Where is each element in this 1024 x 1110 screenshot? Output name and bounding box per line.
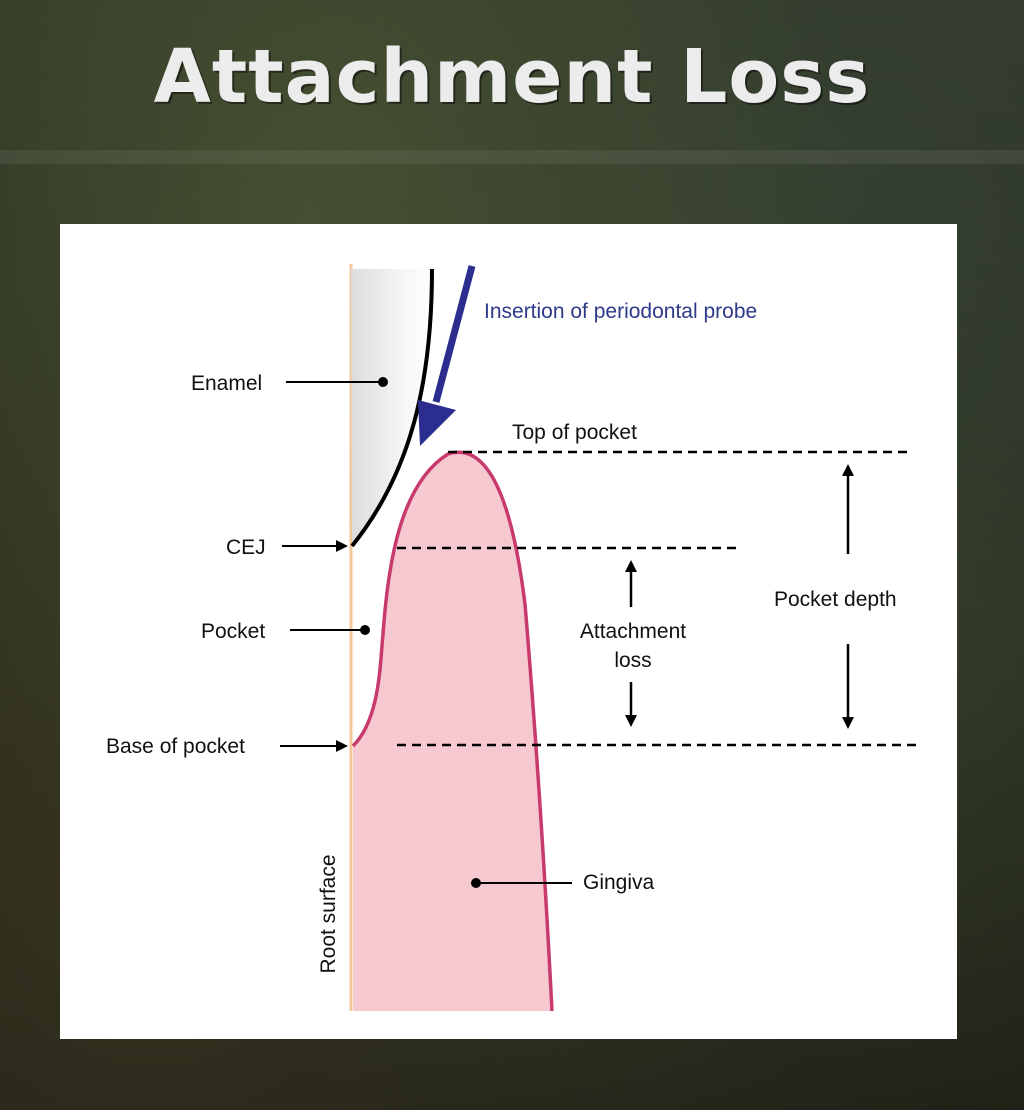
probe-arrow-head [418, 400, 456, 446]
top-of-pocket-label: Top of pocket [512, 421, 637, 444]
pocket-label: Pocket [201, 620, 266, 643]
cej-label: CEJ [226, 536, 266, 559]
base-arrow-head [336, 740, 348, 752]
probe-label: Insertion of periodontal probe [484, 300, 758, 323]
gingiva-outline [351, 450, 554, 1012]
pocket-depth-label: Pocket depth [774, 588, 897, 611]
pocket-depth-up-arrow-head [842, 464, 854, 476]
enamel-shape [351, 269, 432, 546]
probe-arrow-shaft [432, 265, 476, 403]
gingiva-shape [353, 452, 552, 1011]
enamel-label: Enamel [191, 372, 263, 395]
diagram-panel: Insertion of periodontal probe Enamel To… [60, 224, 957, 1039]
enamel-pointer-dot [378, 377, 388, 387]
attachment-loss-label-line2: loss [614, 649, 652, 672]
attachment-loss-label-line1: Attachment [579, 620, 687, 643]
attachment-loss-down-arrow-head [625, 715, 637, 727]
attachment-loss-diagram [280, 264, 920, 1012]
title-band [0, 150, 1024, 164]
root-surface-label: Root surface [317, 854, 340, 974]
gingiva-pointer-dot [471, 878, 481, 888]
pocket-depth-down-arrow-head [842, 717, 854, 729]
attachment-loss-up-arrow-head [625, 560, 637, 572]
enamel-outline [350, 268, 434, 548]
slide-title: Attachment Loss [153, 34, 871, 120]
base-of-pocket-label: Base of pocket [106, 735, 245, 758]
cej-arrow-head [336, 540, 348, 552]
gingiva-label: Gingiva [583, 871, 655, 894]
pocket-pointer-dot [360, 625, 370, 635]
